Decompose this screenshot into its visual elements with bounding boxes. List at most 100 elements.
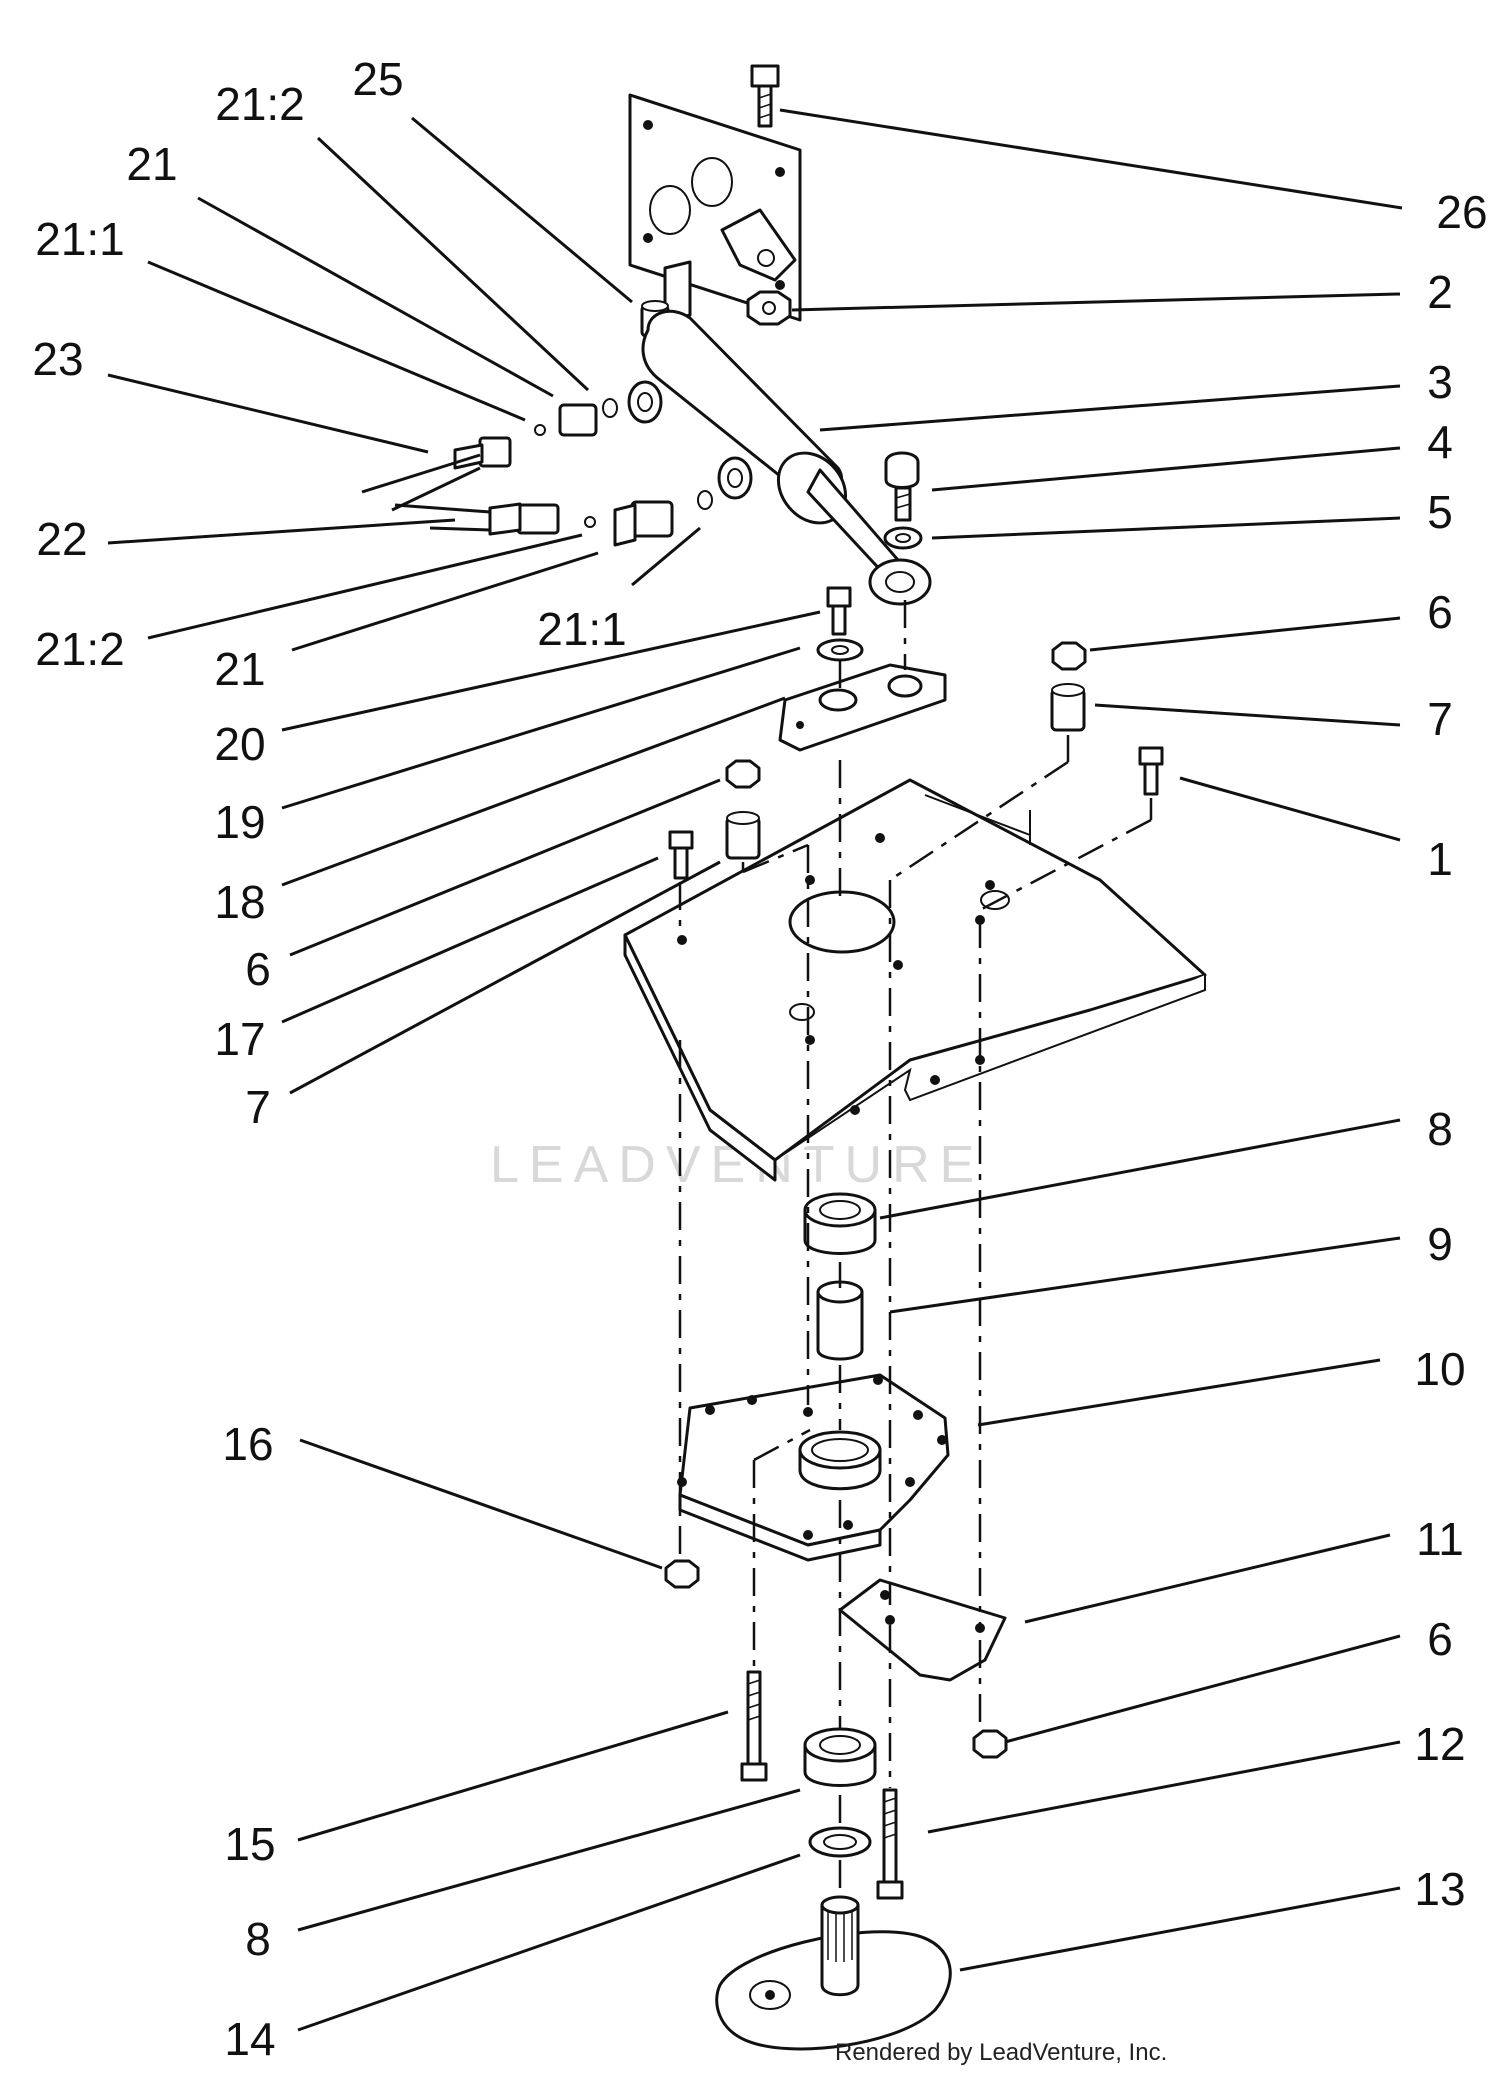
nut-6-left-part <box>725 759 761 789</box>
callout-label: 1 <box>1427 833 1453 885</box>
callout-2: 2 <box>791 266 1453 318</box>
callout-label: 10 <box>1414 1343 1465 1395</box>
main-frame-part <box>623 778 1207 1182</box>
callout-19: 19 <box>214 646 801 848</box>
bolt-17-part <box>668 830 694 880</box>
leader-line <box>289 860 721 1095</box>
leader-line <box>299 1438 663 1570</box>
callout-label: 23 <box>32 333 83 385</box>
washer-19-part <box>816 638 864 662</box>
callout-label: 6 <box>1427 1613 1453 1665</box>
callout-7: 7 <box>1094 693 1453 745</box>
leader-line <box>147 533 583 640</box>
alignment-lines <box>678 600 1153 1895</box>
callout-label: 15 <box>224 1818 275 1870</box>
leader-line <box>1024 1533 1391 1624</box>
callout-label: 20 <box>214 718 265 770</box>
render-credit: Rendered by LeadVenture, Inc. <box>835 2039 1167 2066</box>
callout-17: 17 <box>214 856 659 1065</box>
callout-11: 11 <box>1024 1513 1464 1624</box>
nut-6-lower-part <box>972 1729 1008 1759</box>
bolt-26-part <box>750 64 780 128</box>
callout-16: 16 <box>222 1418 663 1570</box>
leader-line <box>889 1236 1401 1314</box>
callout-25: 25 <box>352 53 633 304</box>
leader-line <box>1089 616 1401 652</box>
bushing-9-part <box>816 1280 864 1361</box>
callout-label: 13 <box>1414 1863 1465 1915</box>
callout-label: 8 <box>245 1913 271 1965</box>
callout-label: 21:1 <box>35 213 125 265</box>
callout-label: 3 <box>1427 356 1453 408</box>
callout-label: 21 <box>214 643 265 695</box>
callout-6: 6 <box>1089 586 1453 652</box>
callout-9: 9 <box>889 1218 1453 1314</box>
callout-label: 7 <box>245 1081 271 1133</box>
callout-label: 6 <box>245 943 271 995</box>
callout-label: 9 <box>1427 1218 1453 1270</box>
callout-label: 4 <box>1427 416 1453 468</box>
callout-6: 6 <box>245 778 721 995</box>
callout-label: 21:2 <box>35 623 125 675</box>
callout-18: 18 <box>214 696 786 928</box>
leader-line <box>281 856 659 1024</box>
callout-label: 6 <box>1427 586 1453 638</box>
spacer-7-right-part <box>1050 683 1086 732</box>
leader-line <box>927 1740 1401 1834</box>
leader-line <box>931 446 1401 492</box>
spline-shaft-plate-13-part <box>715 1895 952 2051</box>
callout-6: 6 <box>1004 1613 1453 1744</box>
callout-label: 25 <box>352 53 403 105</box>
spacer-7-left-part <box>725 811 761 860</box>
bolt-12-part <box>876 1788 904 1900</box>
nut-6-right-part <box>1051 641 1087 671</box>
callout-14: 14 <box>224 1853 801 2065</box>
nut-16-part <box>664 1559 700 1589</box>
callout-label: 12 <box>1414 1718 1465 1770</box>
callout-8: 8 <box>879 1103 1453 1220</box>
callout-label: 8 <box>1427 1103 1453 1155</box>
callout-label: 2 <box>1427 266 1453 318</box>
bearing-8-upper-part <box>803 1192 877 1255</box>
hydraulic-cylinder-part <box>627 309 932 606</box>
upper-fitting-part <box>361 398 618 512</box>
leader-line <box>147 260 526 422</box>
callout-3: 3 <box>819 356 1453 432</box>
leader-line <box>291 551 599 652</box>
leader-line <box>297 1788 801 1932</box>
leader-line <box>197 196 554 398</box>
leader-line <box>819 384 1401 432</box>
leader-line <box>281 646 801 810</box>
washer-14-part <box>808 1826 872 1858</box>
leader-line <box>411 116 633 304</box>
bracket-11-part <box>838 1578 1007 1682</box>
callout-21: 21 <box>126 138 554 398</box>
callout-label: 21:2 <box>215 78 305 130</box>
callout-label: 21:1 <box>537 603 627 655</box>
leader-line <box>107 373 429 454</box>
washer-5-part <box>883 526 923 550</box>
callout-20: 20 <box>214 610 821 770</box>
leader-line <box>1179 776 1401 842</box>
leader-line <box>959 1886 1401 1972</box>
callout-8: 8 <box>245 1788 801 1965</box>
callout-label: 18 <box>214 876 265 928</box>
leader-line <box>931 516 1401 540</box>
leader-line <box>631 526 701 587</box>
callout-7: 7 <box>245 860 721 1133</box>
callout-label: 26 <box>1436 186 1487 238</box>
callout-5: 5 <box>931 486 1453 540</box>
callout-label: 22 <box>36 513 87 565</box>
callout-label: 7 <box>1427 693 1453 745</box>
leader-line <box>977 1358 1381 1427</box>
callout-21-1: 21:1 <box>35 213 526 422</box>
mounting-bracket-part <box>628 93 802 324</box>
callout-21: 21 <box>214 551 599 695</box>
callout-13: 13 <box>959 1863 1466 1972</box>
nut-2-part <box>746 290 792 326</box>
leader-line <box>281 610 821 732</box>
pivot-arm-18-part <box>778 663 947 752</box>
leader-line <box>297 1710 729 1842</box>
